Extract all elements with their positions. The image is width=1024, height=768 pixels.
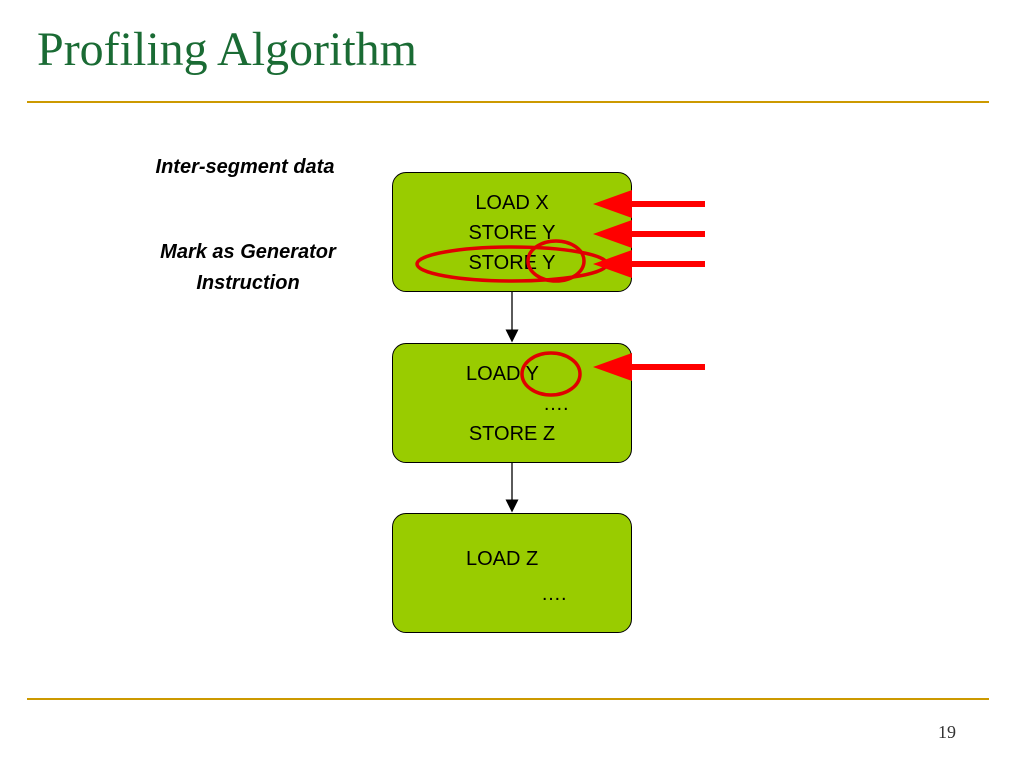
- instruction-store-y-second: STORE Y: [468, 252, 556, 274]
- ellipsis-segment-3: ….: [541, 583, 567, 605]
- instruction-load-x: LOAD X: [475, 192, 549, 214]
- instruction-load-y: LOAD Y: [466, 363, 539, 385]
- top-divider: [27, 101, 989, 103]
- ellipsis-segment-2: ….: [543, 393, 569, 415]
- code-segment-1: LOAD X STORE Y STORE Y: [392, 172, 632, 292]
- slide-title: Profiling Algorithm: [37, 23, 418, 76]
- instruction-store-z: STORE Z: [468, 423, 556, 445]
- instruction-load-z: LOAD Z: [466, 548, 539, 570]
- generator-label-line1: Mark as Generator: [160, 241, 336, 263]
- instruction-store-y-first: STORE Y: [468, 222, 556, 244]
- page-number: 19: [938, 722, 956, 742]
- code-segment-3: LOAD Z ….: [392, 513, 632, 633]
- generator-label-line2: Instruction: [196, 272, 300, 294]
- bottom-divider: [27, 698, 989, 700]
- inter-segment-label: Inter-segment data: [155, 156, 335, 178]
- code-segment-2: LOAD Y …. STORE Z: [392, 343, 632, 463]
